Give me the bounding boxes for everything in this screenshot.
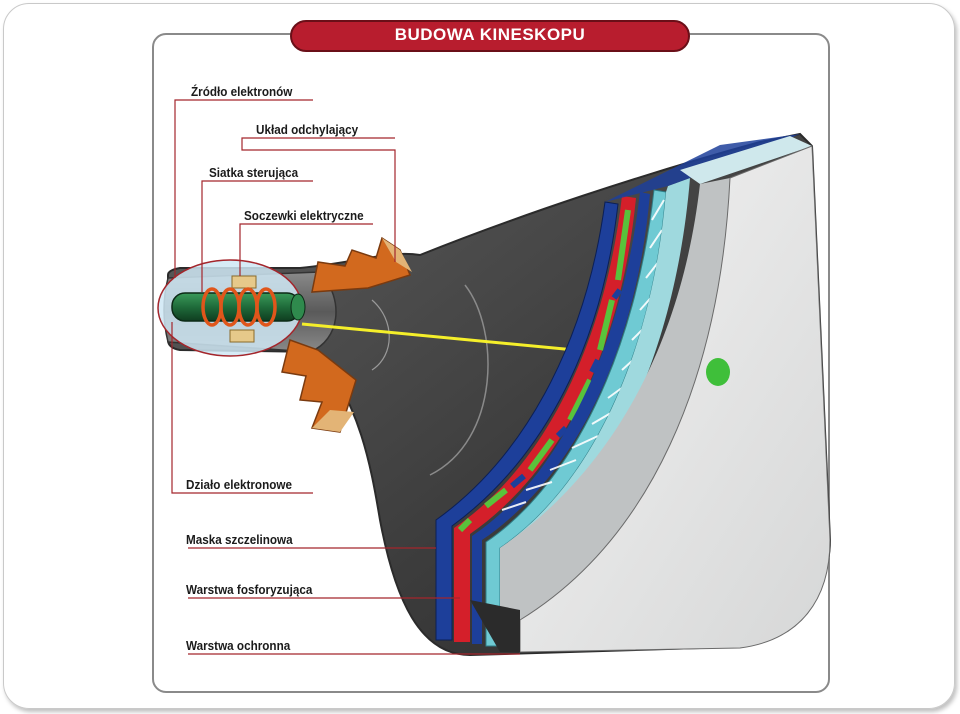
- control-grid-coils: [201, 287, 277, 327]
- label-electric-lenses: Soczewki elektryczne: [244, 208, 364, 223]
- label-protective-layer: Warstwa ochronna: [186, 638, 291, 653]
- funnel-curve-2: [371, 299, 390, 371]
- label-electron-gun: Działo elektronowe: [186, 477, 292, 492]
- phosphor-blue-stripes: [510, 288, 623, 489]
- label-electron-source: Źródło elektronów: [191, 84, 293, 99]
- electric-lens-bottom: [229, 329, 255, 343]
- leader-lines: [171, 99, 520, 655]
- label-control-grid: Siatka sterująca: [209, 165, 299, 180]
- label-deflection-system: Układ odchylający: [256, 122, 359, 137]
- deflection-yoke-bottom-back: [312, 410, 354, 432]
- phosphor-stripes: [457, 209, 631, 533]
- electric-lens-top: [231, 275, 257, 289]
- page-title: BUDOWA KINESKOPU: [290, 20, 690, 52]
- gun-tip: [290, 293, 306, 321]
- slot-mask-layer: [435, 201, 619, 641]
- screen-layers: [435, 134, 812, 647]
- electron-beam: [301, 322, 576, 352]
- phosphor-layer: [454, 196, 636, 642]
- deflection-yoke-top-back: [382, 238, 412, 272]
- funnel-curve: [429, 284, 489, 476]
- label-slot-mask: Maska szczelinowa: [186, 532, 293, 547]
- deflection-yoke-bottom: [281, 339, 357, 433]
- screen-top-edge-light: [680, 136, 812, 184]
- screen-cut-dark: [470, 600, 520, 652]
- label-phosphor-layer: Warstwa fosforyzująca: [186, 582, 313, 597]
- screen-face-side: [500, 178, 730, 620]
- deflection-yoke-top: [311, 236, 411, 293]
- screen-face: [519, 145, 831, 653]
- glass-edge: [500, 178, 690, 552]
- screen-spot: [706, 358, 730, 386]
- slide-frame: [3, 3, 955, 709]
